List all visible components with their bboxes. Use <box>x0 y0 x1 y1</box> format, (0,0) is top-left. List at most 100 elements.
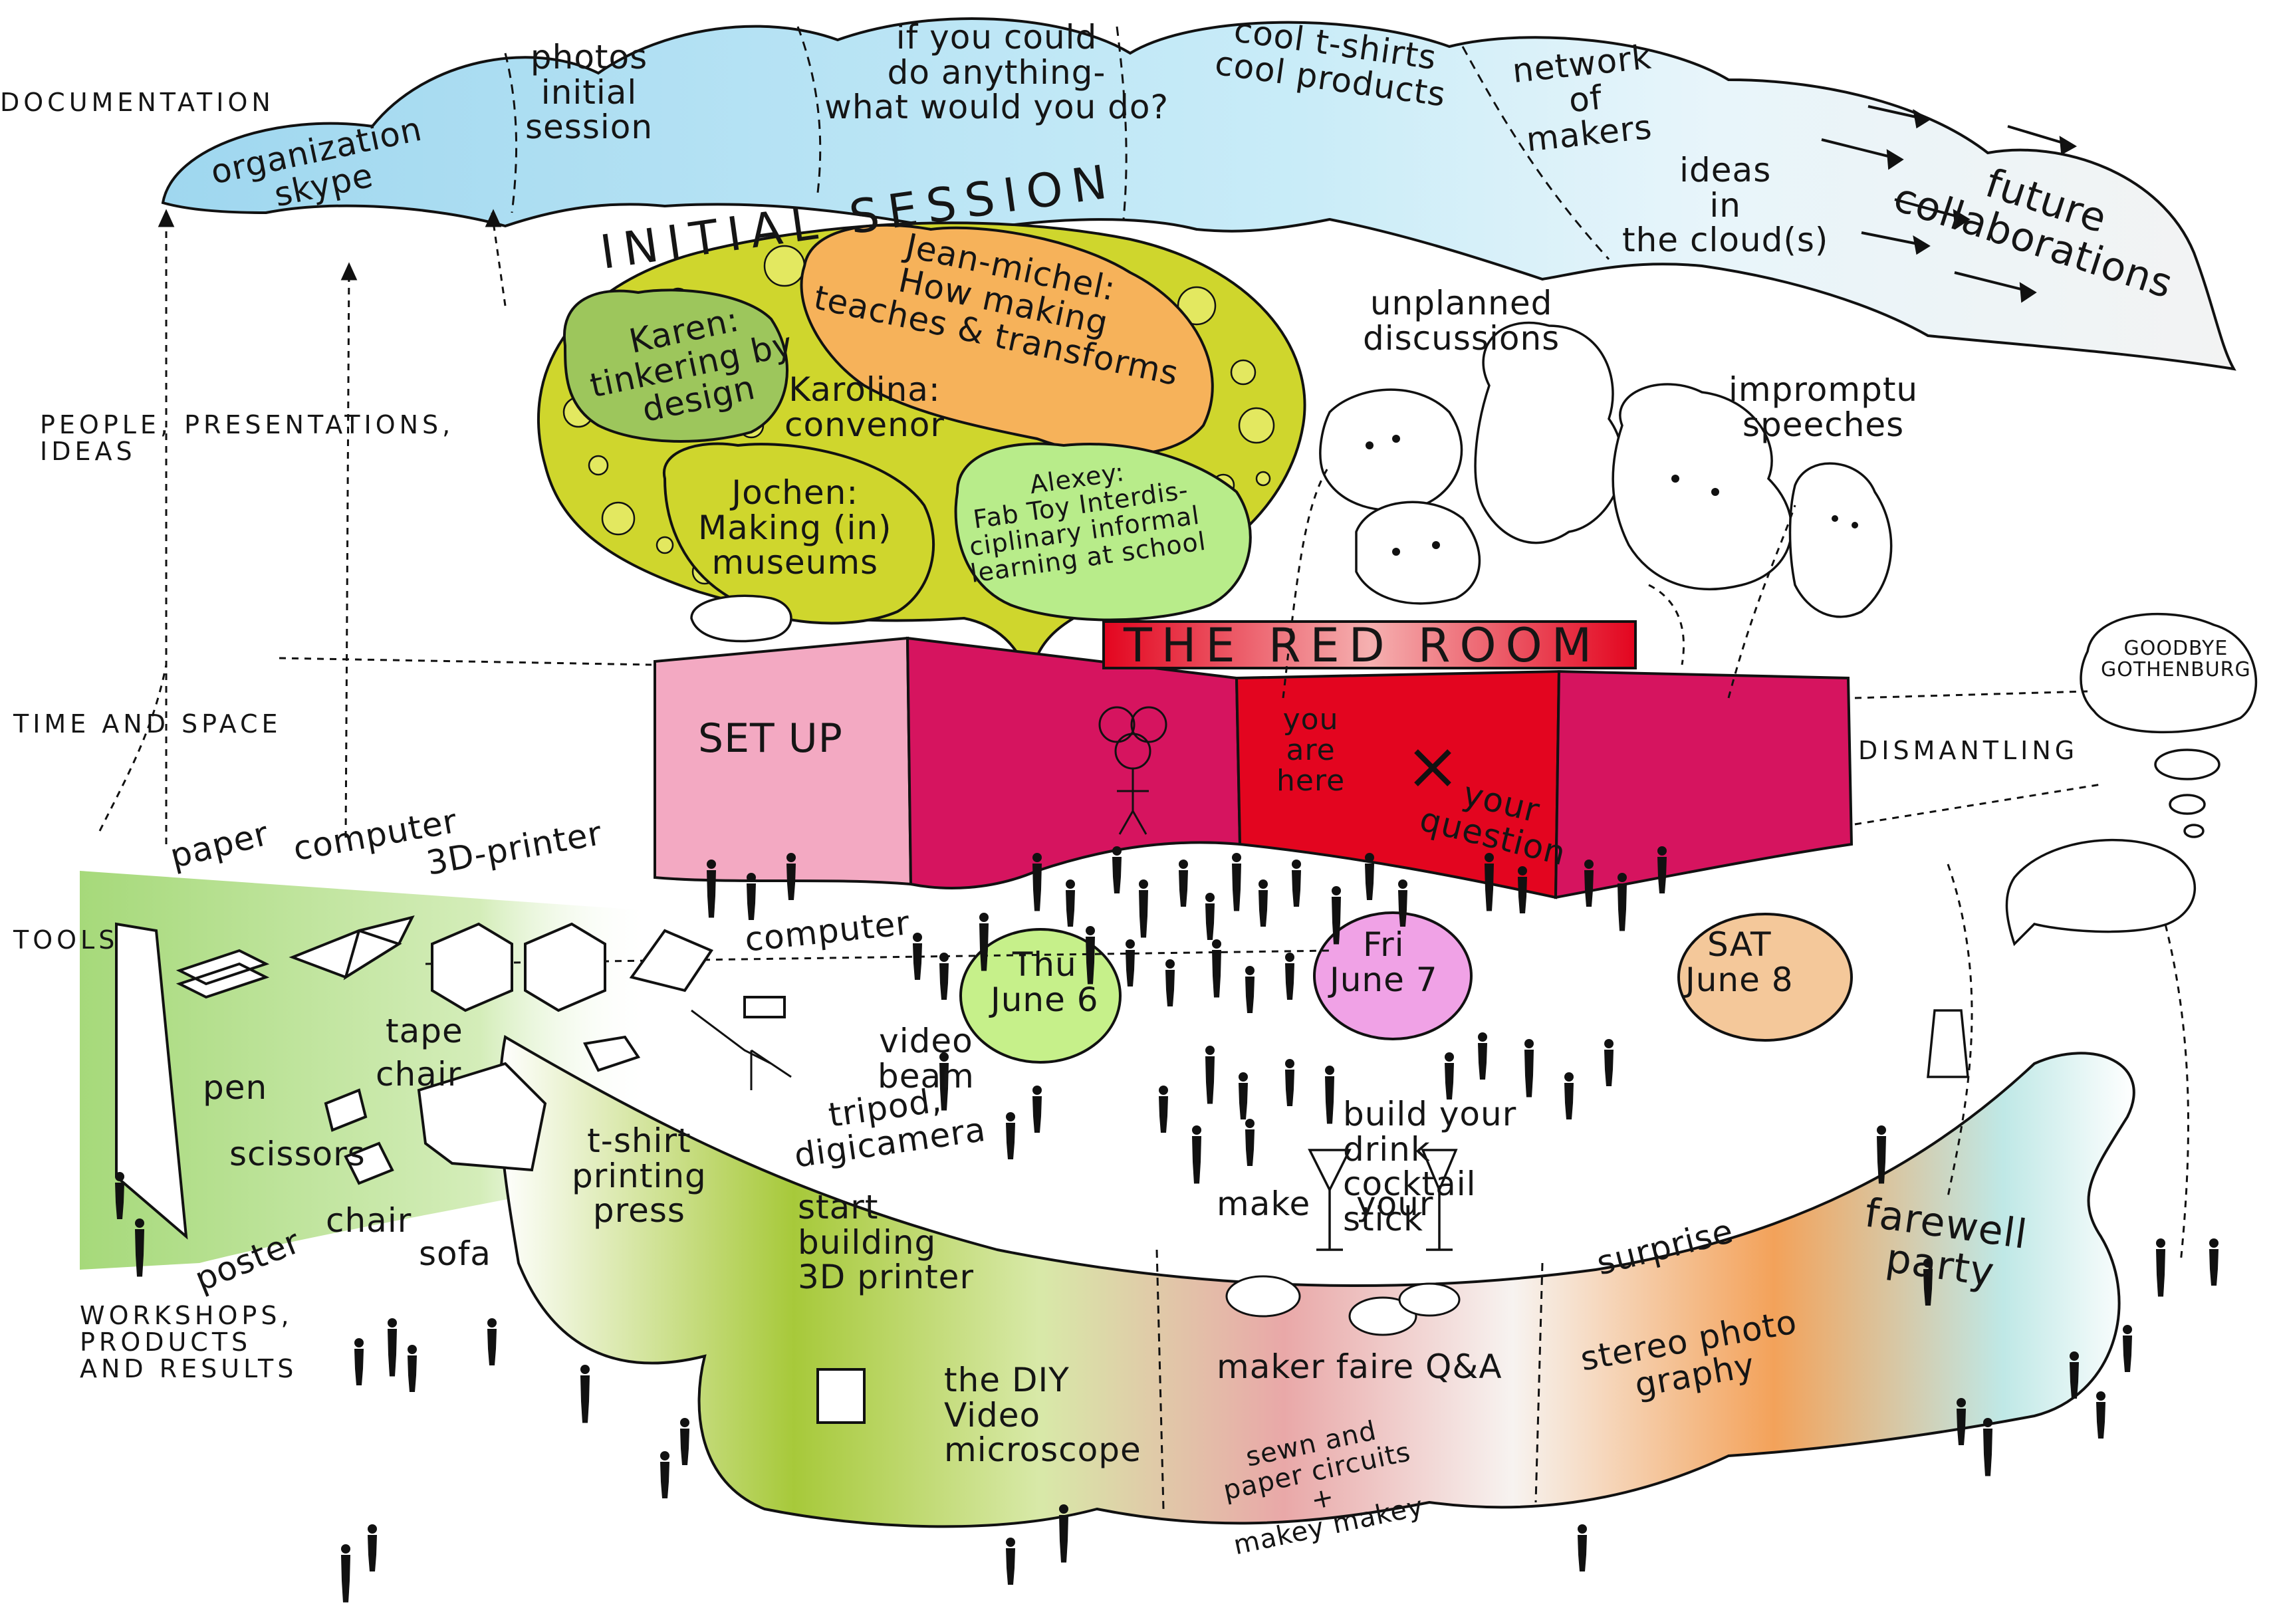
person-figure <box>115 1172 124 1219</box>
person-figure <box>2096 1391 2105 1439</box>
sat-oval <box>1677 913 1853 1042</box>
impromptu-speeches-text: impromptu speeches <box>1729 370 1919 444</box>
if-you-could-text: if you could do anything- what would you… <box>824 18 1169 126</box>
person-figure <box>1584 860 1594 907</box>
video-beam-label: video beam <box>878 1022 975 1096</box>
maker-faire-qa-text: maker faire Q&A <box>1217 1347 1502 1386</box>
person-figure <box>1259 879 1268 927</box>
impromptu-bubble-2 <box>1788 462 1893 618</box>
jean-michel-bubble <box>800 223 1214 456</box>
goodbye-bubble <box>2080 612 2258 734</box>
paper-stack <box>176 949 270 999</box>
thu-june6-text: Thu June 6 <box>991 945 1099 1019</box>
red-room-sign <box>1102 620 1637 669</box>
time-space-label: TIME AND SPACE <box>13 709 282 739</box>
middle-wall <box>905 636 1242 889</box>
printer-cube-1 <box>431 922 513 1012</box>
fish-doodle <box>2005 838 2196 947</box>
chair-2 <box>344 1141 394 1185</box>
person-figure <box>1032 1086 1042 1133</box>
unplanned-discussions-text: unplanned discussions <box>1363 284 1560 358</box>
poster-board <box>115 922 188 1240</box>
person-figure <box>1445 1052 1454 1100</box>
person-figure <box>1112 846 1122 893</box>
person-figure <box>1365 853 1374 900</box>
person-figure <box>388 1318 397 1377</box>
scissors-label: scissors <box>229 1135 366 1173</box>
faces <box>1366 435 1858 556</box>
person-figure <box>680 1418 689 1465</box>
person-figure <box>1239 1072 1248 1119</box>
person-figure <box>2070 1351 2079 1399</box>
person-figure <box>1292 860 1301 907</box>
person-figure <box>1205 1046 1215 1104</box>
person-figure <box>354 1338 364 1385</box>
person-figure <box>939 953 949 1000</box>
dashed-connectors <box>98 212 2189 1264</box>
tape-label: tape <box>386 1012 463 1050</box>
crowd <box>115 846 2219 1603</box>
chair-label-1: chair <box>376 1055 462 1094</box>
sat-june8-text: SAT June 8 <box>1685 925 1794 999</box>
person-figure <box>1205 893 1215 940</box>
cloud-dividers <box>504 26 1610 261</box>
person-figure <box>913 933 922 980</box>
red-room-title: THE RED ROOM <box>1124 618 1602 673</box>
person-figure <box>1877 1125 1886 1184</box>
person-figure <box>660 1451 669 1498</box>
person-figure <box>1923 1258 1933 1306</box>
person-figure <box>135 1218 144 1277</box>
make-label: make <box>1217 1185 1311 1223</box>
person-figure <box>979 913 989 971</box>
person-figure <box>1066 879 1075 927</box>
tshirt-press-label: t-shirt printing press <box>572 1121 707 1230</box>
ideas-in-cloud-text: ideas in the cloud(s) <box>1622 151 1829 259</box>
person-figure <box>580 1365 590 1423</box>
person-figure <box>1657 846 1667 893</box>
red-room-building <box>654 636 1854 899</box>
person-figure <box>1086 926 1095 985</box>
trefoil-doodle <box>1098 706 1167 835</box>
fri-oval <box>1313 911 1473 1040</box>
start-building-3d-printer-text: start building 3D printer <box>798 1188 975 1296</box>
sofa-sketch <box>417 1062 547 1172</box>
head-bubble <box>1319 388 1463 512</box>
person-figure <box>786 853 796 900</box>
person-figure <box>341 1544 350 1603</box>
setup-label: SET UP <box>698 715 843 762</box>
person-figure <box>1232 853 1241 911</box>
documentation-label: DOCUMENTATION <box>0 88 275 117</box>
person-figure <box>1398 879 1407 927</box>
tool-sketches <box>176 915 866 1424</box>
person-figure <box>1332 886 1341 945</box>
karolina-text: Karolina: convenor <box>784 370 945 444</box>
chair-1 <box>324 1088 368 1132</box>
person-figure <box>487 1318 497 1365</box>
person-figure <box>1564 1072 1574 1119</box>
person-figure <box>1245 1119 1255 1166</box>
person-figure <box>1285 1059 1294 1106</box>
person-figure <box>1245 966 1255 1013</box>
jochen-text: Jochen: Making (in) museums <box>698 473 892 582</box>
person-figure <box>1485 853 1494 911</box>
qa-bubbles <box>1225 1275 1461 1336</box>
video-beam <box>743 996 786 1018</box>
person-figure <box>1524 1039 1534 1098</box>
person-figure <box>368 1524 377 1571</box>
person-figure <box>707 860 716 918</box>
your-label: your <box>1356 1185 1434 1223</box>
person-figure <box>1126 939 1135 986</box>
person-figure <box>1139 879 1148 938</box>
speaker-bubbles <box>562 223 1252 625</box>
band-dividers <box>1155 1249 1544 1510</box>
cocktail-glasses <box>1308 1149 1458 1251</box>
person-figure <box>1006 1112 1015 1159</box>
person-figure <box>2156 1238 2165 1297</box>
person-figure <box>1957 1398 1966 1445</box>
person-figure <box>1032 853 1042 911</box>
person-figure <box>1059 1504 1068 1563</box>
person-figure <box>1478 1032 1487 1080</box>
thu-oval <box>959 928 1122 1064</box>
diy-video-microscope-text: the DIY Video microscope <box>944 1361 1141 1469</box>
transmitter <box>1927 1009 1969 1078</box>
